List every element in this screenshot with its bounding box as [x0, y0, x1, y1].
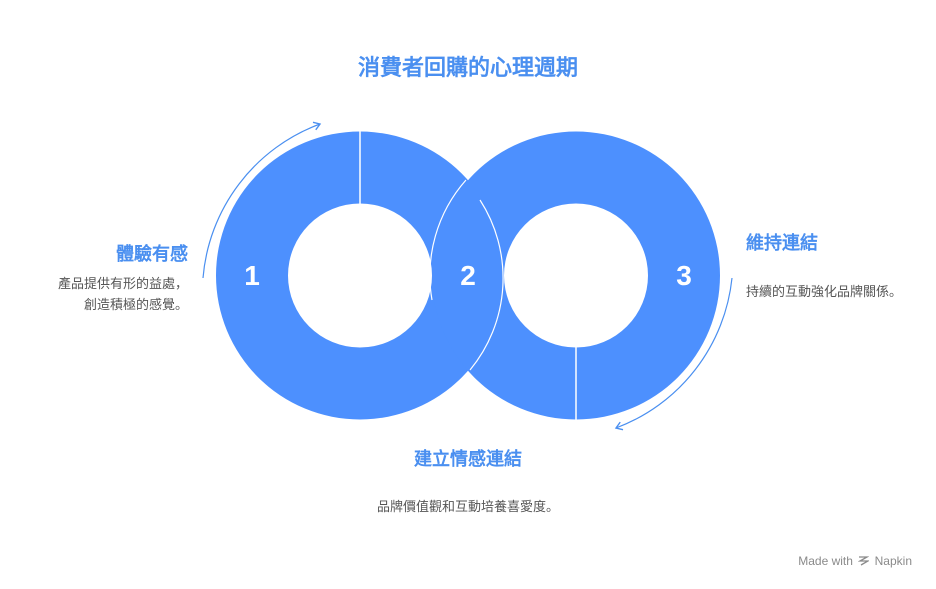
stage-1-desc-line-1: 產品提供有形的益處，: [57, 277, 188, 292]
ring-2-shape: [432, 131, 720, 420]
curved-arrow-icon: [202, 121, 322, 279]
made-with-label: Made with: [798, 554, 853, 569]
stage-3-description: 持續的互動強化品牌關係。: [746, 282, 902, 303]
stage-2-desc-line-1: 品牌價值觀和互動培養喜愛度。: [376, 500, 559, 515]
stage-1-title: 體驗有感: [116, 244, 188, 265]
diagram-title: 消費者回購的心理週期: [357, 56, 578, 81]
stage-2-number: 2: [460, 260, 476, 291]
stage-2-title: 建立情感連結: [414, 449, 522, 470]
made-with-napkin-footer[interactable]: Made with Napkin: [798, 554, 912, 569]
ring-1-shape: [216, 131, 504, 420]
stage-3-title: 維持連結: [746, 233, 818, 254]
curved-arrow-icon: [614, 277, 733, 431]
crossing-edge: [429, 179, 467, 301]
stage-3-number: 3: [676, 260, 692, 291]
stage-1-number: 1: [244, 260, 260, 291]
stage-2-description: 品牌價值觀和互動培養喜愛度。: [0, 497, 936, 518]
stage-1-desc-line-2: 創造積極的感覺。: [83, 298, 188, 313]
napkin-brand-label: Napkin: [874, 554, 912, 569]
crossing-band: [469, 199, 504, 371]
stage-1-description: 產品提供有形的益處， 創造積極的感覺。: [58, 274, 188, 316]
napkin-logo-icon: [857, 555, 871, 569]
stage-3-desc-line-1: 持續的互動強化品牌關係。: [746, 285, 903, 300]
